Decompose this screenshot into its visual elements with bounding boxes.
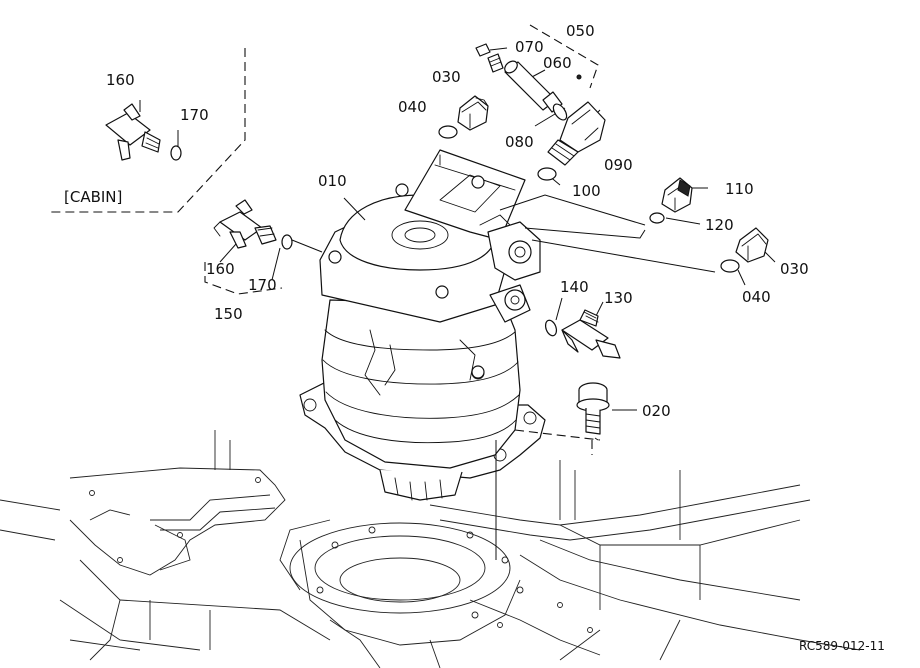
label-070: 070 (515, 38, 544, 56)
label-060: 060 (543, 54, 572, 72)
label-cabin: [CABIN] (64, 188, 122, 206)
group-outlines (48, 24, 601, 560)
chassis-frame (0, 430, 861, 668)
part-020-bolt (576, 382, 610, 435)
label-150: 150 (214, 305, 243, 323)
part-120-oring (649, 212, 665, 224)
part-160-tee-cabin (105, 103, 161, 161)
label-040-right: 040 (742, 288, 771, 306)
label-160-cabin: 160 (106, 71, 135, 89)
part-170-oring-cabin (170, 145, 182, 161)
part-labels: 010 020 030 030 040 040 050 060 070 080 … (64, 22, 885, 653)
part-130-tee (561, 309, 621, 359)
part-140-oring (544, 319, 558, 337)
part-030-switch-upper (457, 95, 489, 131)
part-110-switch (661, 177, 693, 213)
label-050: 050 (566, 22, 595, 40)
label-020: 020 (642, 402, 671, 420)
label-140: 140 (560, 278, 589, 296)
part-100-oring (537, 167, 557, 181)
compressor-010 (299, 149, 546, 501)
label-090: 090 (604, 156, 633, 174)
label-170-main: 170 (248, 276, 277, 294)
label-030-upper: 030 (432, 68, 461, 86)
part-080-oring (552, 103, 568, 121)
part-040-oring-upper (438, 125, 458, 139)
label-030-right: 030 (780, 260, 809, 278)
part-040-oring-right (720, 259, 740, 273)
label-160-main: 160 (206, 260, 235, 278)
label-120: 120 (705, 216, 734, 234)
label-100: 100 (572, 182, 601, 200)
part-070-cap (475, 43, 504, 73)
drawing-reference: RC589-012-11 (799, 639, 885, 653)
part-170-oring-main (281, 234, 293, 250)
part-030-switch-right (735, 227, 769, 263)
part-160-tee-main (213, 199, 277, 249)
part-090-elbow (547, 101, 606, 166)
label-080: 080 (505, 133, 534, 151)
label-170-cabin: 170 (180, 106, 209, 124)
label-130: 130 (604, 289, 633, 307)
label-040-upper: 040 (398, 98, 427, 116)
label-110: 110 (725, 180, 754, 198)
label-010: 010 (318, 172, 347, 190)
